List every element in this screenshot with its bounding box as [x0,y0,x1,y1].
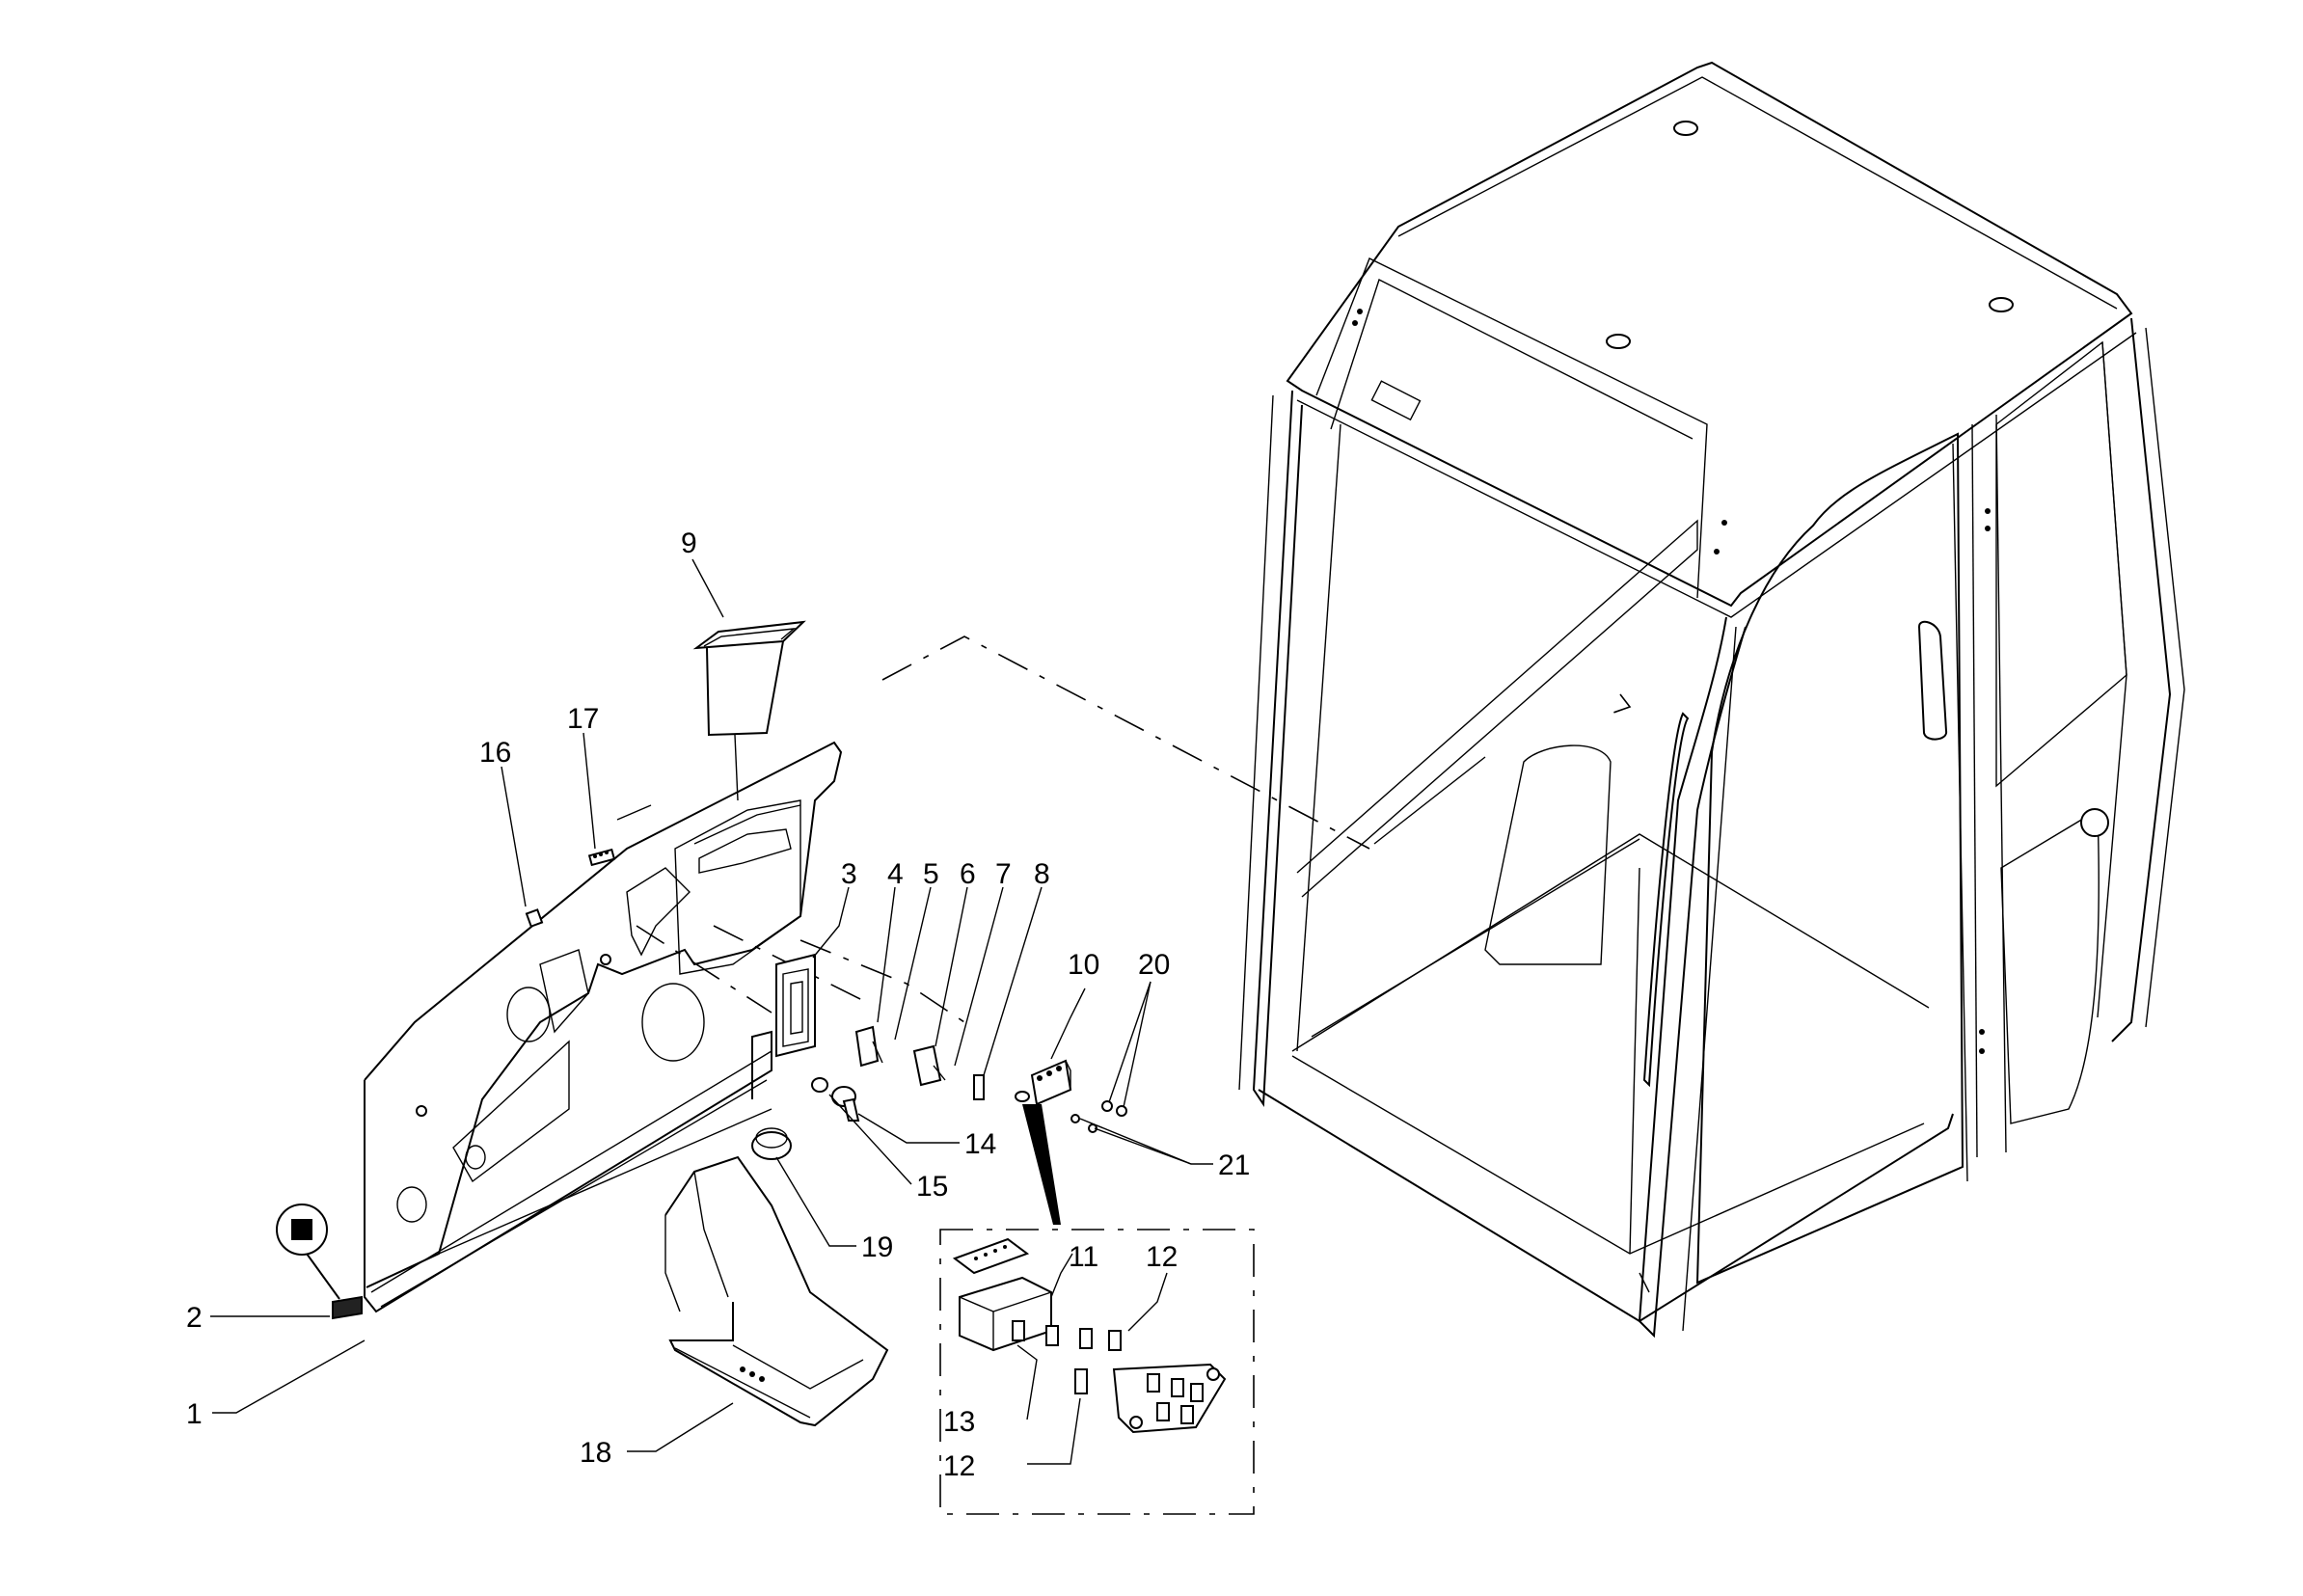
part-16-clip [525,908,544,928]
callout-7: 7 [995,858,1012,890]
part-14-bolt [831,1086,860,1122]
callout-5: 5 [923,858,939,890]
callout-1: 1 [186,1398,203,1430]
detail-pointer [1022,1104,1061,1225]
callout-15: 15 [916,1171,948,1203]
part-8-plate [973,1074,985,1100]
part-3-switch-bracket [775,953,816,1058]
callout-12-upper: 12 [1146,1241,1178,1273]
operator-cab [1238,61,2185,1339]
roof-bolt [1989,297,2014,312]
part-17-connector [587,848,616,867]
callout-11: 11 [1069,1241,1098,1273]
callout-16: 16 [479,737,511,769]
relay-detail-box [939,1229,1255,1515]
assembly-line [799,939,965,1023]
callout-18: 18 [580,1437,611,1469]
part-10-relay [1015,1059,1072,1225]
part-18-air-duct [664,1155,889,1427]
cab-roof [1286,61,2133,608]
front-right-pillar [1638,616,1747,1339]
callout-9: 9 [681,527,697,559]
callout-20: 20 [1138,949,1170,981]
part-15-washer [811,1077,828,1093]
parts-20-21-screws [1070,1100,1127,1133]
callout-6: 6 [960,858,976,890]
assembly-line [1610,693,1632,715]
part-2-plug [276,1204,363,1320]
callout-13: 13 [943,1406,975,1438]
cab-door [1695,432,1964,1285]
callout-4: 4 [887,858,904,890]
callout-8: 8 [1034,858,1050,890]
callout-14: 14 [964,1128,996,1160]
switches-4-to-8 [854,1025,985,1100]
callout-21: 21 [1218,1150,1250,1181]
callout-3: 3 [841,858,857,890]
part-19-knob [751,1127,792,1160]
roof-bolt [1673,121,1698,136]
callout-labels: 1 2 3 4 5 6 7 8 9 10 11 12 12 13 14 15 1… [186,527,1250,1482]
front-left-pillar [1252,390,1303,1108]
mirror-mount [2080,808,2109,837]
callout-19: 19 [861,1231,893,1263]
callout-17: 17 [567,703,599,735]
callout-12-lower: 12 [943,1450,975,1482]
door-handle [1917,620,1948,741]
callout-2: 2 [186,1302,203,1334]
part-9-tray [692,620,806,801]
assembly-line [881,636,1370,850]
dashboard-panel [364,741,843,1313]
cab-floor-frame [1258,1089,1954,1323]
roof-bolt [1606,334,1631,349]
callout-10: 10 [1068,949,1099,981]
leader-lines [210,558,1213,1465]
